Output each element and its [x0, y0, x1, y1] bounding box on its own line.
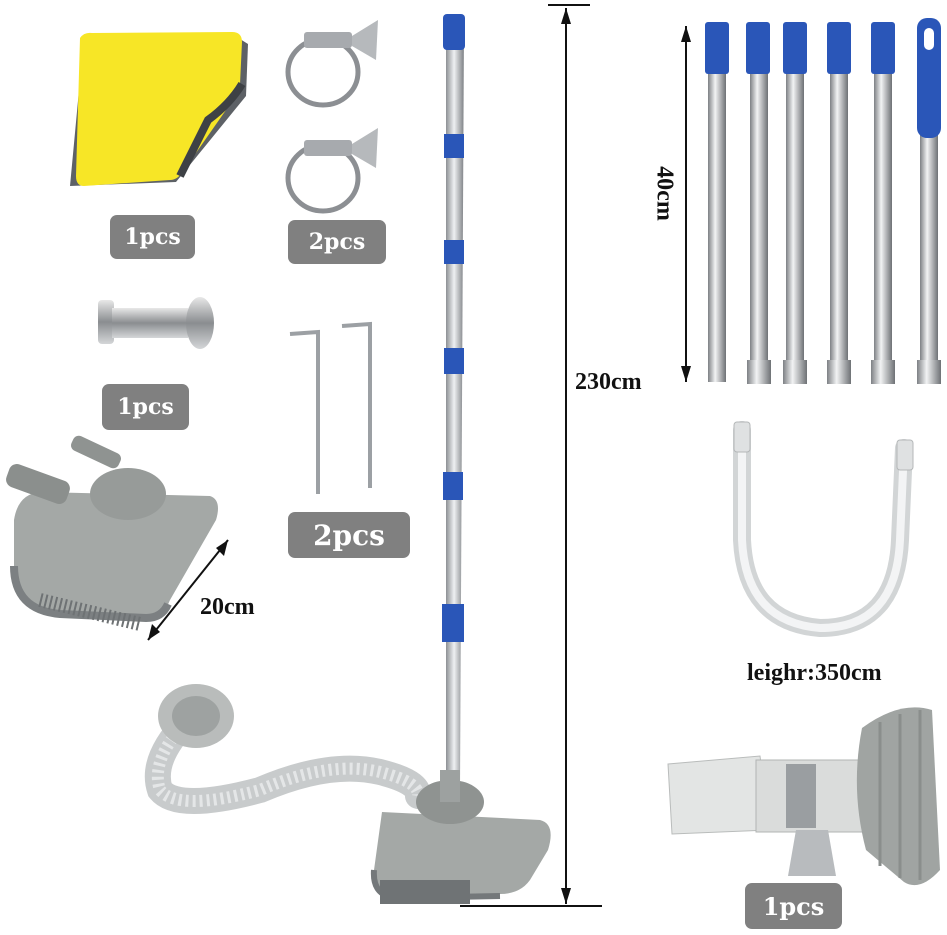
bolt-quantity-badge: 1pcs — [102, 384, 189, 430]
adapter-quantity-badge: 1pcs — [745, 883, 842, 929]
towel-quantity-badge: 1pcs — [110, 215, 195, 259]
brush-width-label: 20cm — [200, 594, 255, 620]
hex-keys-quantity-badge: 2pcs — [288, 512, 410, 558]
clamps-quantity-badge: 2pcs — [288, 220, 386, 264]
hose-length-label: leighr:350cm — [747, 660, 882, 686]
pole-length-label: 230cm — [575, 369, 642, 395]
segment-length-label: 40cm — [651, 166, 678, 221]
